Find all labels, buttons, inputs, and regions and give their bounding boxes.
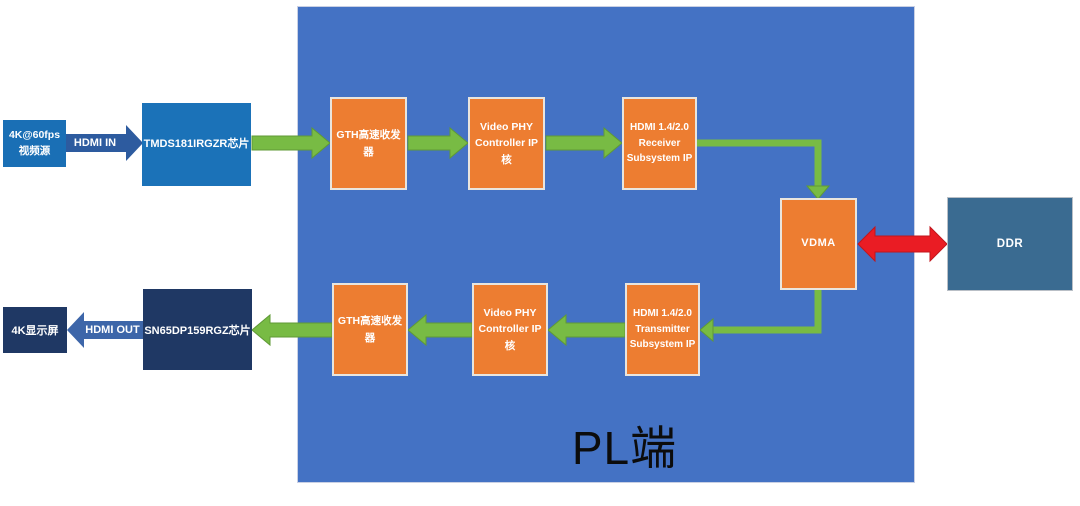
node-video-phy-controller-tx: Video PHY Controller IP核 — [472, 283, 548, 376]
node-4k-display: 4K显示屏 — [3, 307, 67, 353]
node-tmds181-chip: TMDS181IRGZR芯片 — [142, 103, 251, 186]
node-sn65dp159-chip: SN65DP159RGZ芯片 — [143, 289, 252, 370]
node-ddr-memory: DDR — [947, 197, 1073, 291]
node-vdma: VDMA — [780, 198, 857, 290]
node-gth-transceiver-tx: GTH高速收发 器 — [332, 283, 408, 376]
hdmi-in-label: HDMI IN — [73, 137, 117, 149]
node-video-phy-controller-rx: Video PHY Controller IP核 — [468, 97, 545, 190]
node-gth-transceiver-rx: GTH高速收发 器 — [330, 97, 407, 190]
node-hdmi-receiver-subsystem: HDMI 1.4/2.0 Receiver Subsystem IP — [622, 97, 697, 190]
hdmi-out-label: HDMI OUT — [85, 324, 140, 336]
pl-region-label: PL端 — [571, 422, 678, 474]
node-video-source: 4K@60fps 视频源 — [3, 120, 66, 167]
node-hdmi-transmitter-subsystem: HDMI 1.4/2.0 Transmitter Subsystem IP — [625, 283, 700, 376]
